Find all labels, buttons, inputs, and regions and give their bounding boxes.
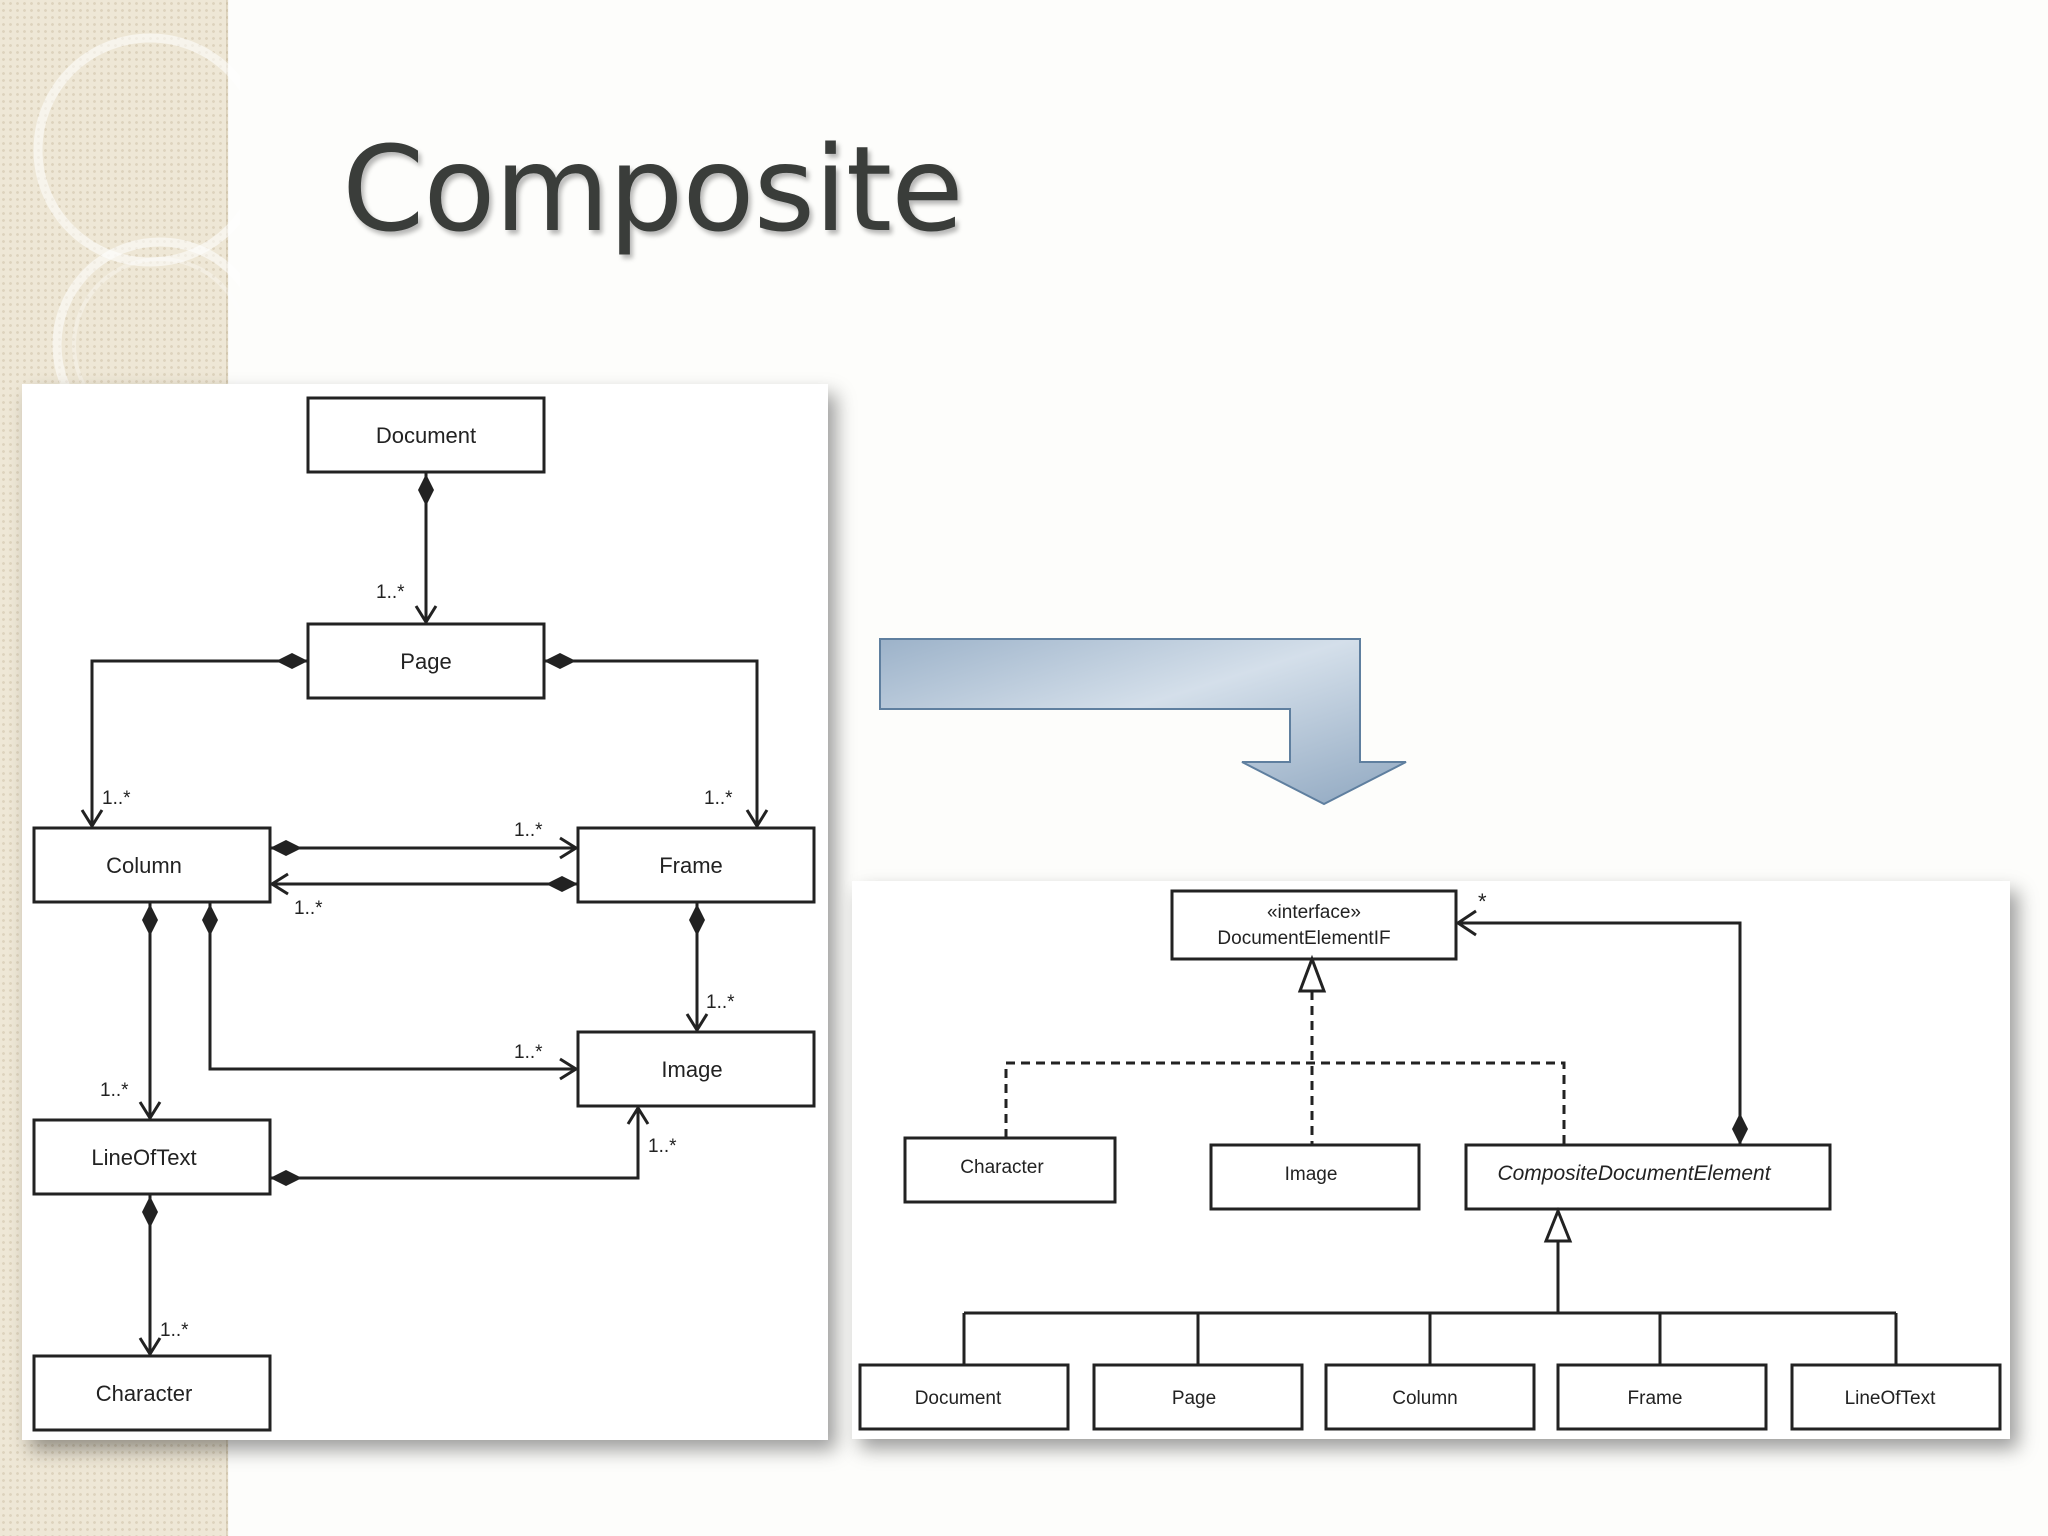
transition-arrow-icon (879, 638, 1407, 806)
class-page: Page (1092, 1363, 1304, 1431)
class-character-label: Character (960, 1157, 1044, 1178)
class-image-label: Image (1285, 1164, 1338, 1185)
association-document-page: 1..* (376, 472, 438, 625)
class-page: Page (306, 622, 546, 700)
multiplicity-label: 1..* (160, 1320, 189, 1341)
interface-stereotype: «interface» (1267, 902, 1361, 923)
multiplicity-label: 1..* (704, 788, 733, 809)
multiplicity-label: 1..* (102, 788, 131, 809)
multiplicity-label: 1..* (514, 820, 543, 841)
class-image: Image (576, 1030, 816, 1108)
class-line-of-text-label: LineOfText (1845, 1388, 1937, 1409)
left-uml-diagram: Document Page Column Frame Image LineOfT… (22, 384, 828, 1440)
multiplicity-label: 1..* (100, 1080, 129, 1101)
class-frame-label: Frame (659, 853, 723, 878)
realization-links (1004, 954, 1566, 1145)
class-column: Column (32, 826, 272, 904)
multiplicity-label: 1..* (376, 582, 405, 603)
association-page-frame: 1..* (544, 653, 769, 829)
class-composite-document-element: CompositeDocumentElement (1464, 1143, 1832, 1211)
association-column-line-of-text: 1..* (100, 902, 162, 1121)
generalization-composite-children (962, 1206, 1898, 1365)
multiplicity-label: 1..* (706, 992, 735, 1013)
class-character-label: Character (96, 1381, 193, 1406)
association-page-column: 1..* (80, 653, 308, 829)
class-image-label: Image (661, 1057, 722, 1082)
class-composite-document-element-label: CompositeDocumentElement (1497, 1162, 1771, 1185)
class-line-of-text-label: LineOfText (91, 1145, 196, 1170)
multiplicity-label: 1..* (514, 1042, 543, 1063)
multiplicity-label: 1..* (294, 898, 323, 919)
class-frame: Frame (576, 826, 816, 904)
class-character: Character (903, 1136, 1117, 1204)
class-document: Document (858, 1363, 1070, 1431)
class-document-label: Document (915, 1388, 1002, 1409)
class-page-label: Page (400, 649, 451, 674)
right-uml-diagram: «interface» DocumentElementIF Character … (852, 881, 2010, 1439)
class-line-of-text: LineOfText (1790, 1363, 2002, 1431)
class-character: Character (32, 1354, 272, 1432)
class-document-label: Document (376, 423, 476, 448)
aggregation-composite-interface: * (1455, 889, 1748, 1145)
class-column: Column (1324, 1363, 1536, 1431)
association-column-image: 1..* (202, 902, 579, 1081)
class-column-label: Column (1392, 1388, 1457, 1409)
association-line-of-text-character: 1..* (138, 1194, 189, 1357)
association-frame-image: 1..* (685, 902, 735, 1033)
class-frame-label: Frame (1628, 1388, 1683, 1409)
class-page-label: Page (1172, 1388, 1216, 1409)
class-frame: Frame (1556, 1363, 1768, 1431)
multiplicity-label: 1..* (648, 1136, 677, 1157)
class-line-of-text: LineOfText (32, 1118, 272, 1196)
interface-document-element-if: «interface» DocumentElementIF (1170, 889, 1458, 961)
association-frame-column: 1..* (269, 872, 578, 919)
association-column-frame: 1..* (270, 820, 579, 860)
aggregation-multiplicity: * (1478, 889, 1487, 914)
class-document: Document (306, 396, 546, 474)
class-image: Image (1209, 1143, 1421, 1211)
interface-name: DocumentElementIF (1217, 928, 1390, 949)
decorative-rings (33, 33, 240, 400)
class-column-label: Column (106, 853, 182, 878)
association-line-of-text-image: 1..* (270, 1105, 677, 1186)
slide-title: Composite (342, 120, 964, 258)
